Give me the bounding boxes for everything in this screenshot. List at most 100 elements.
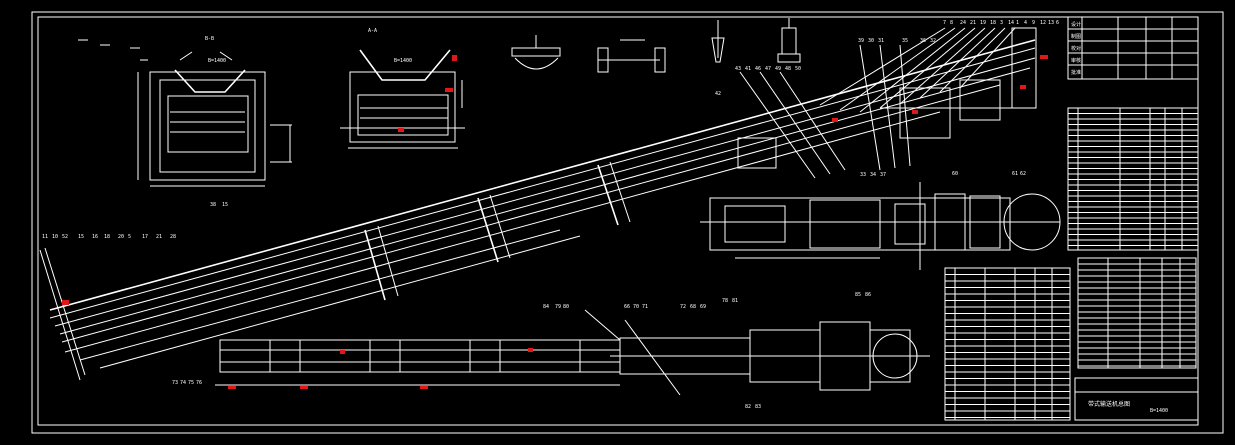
troughing-idler [359, 49, 451, 81]
svg-text:17: 17 [142, 234, 148, 240]
svg-text:41: 41 [745, 66, 751, 72]
svg-text:7: 7 [943, 20, 946, 26]
svg-text:84: 84 [543, 304, 549, 310]
section-label-bb: B-B [205, 36, 214, 42]
frame-outline [349, 71, 456, 143]
detail-views [511, 18, 801, 73]
svg-text:48: 48 [785, 66, 791, 72]
svg-text:70: 70 [633, 304, 639, 310]
svg-text:校对: 校对 [1071, 45, 1081, 52]
svg-text:71: 71 [642, 304, 648, 310]
inclined-conveyor [39, 27, 1048, 381]
svg-text:47: 47 [765, 66, 771, 72]
svg-text:21: 21 [156, 234, 162, 240]
drawing-spec: B=1400 [1150, 408, 1168, 414]
svg-text:37: 37 [880, 172, 886, 178]
svg-text:66: 66 [624, 304, 630, 310]
svg-text:15: 15 [78, 234, 84, 240]
svg-text:15: 15 [222, 202, 228, 208]
drawing-name: 带式输送机总图 [1088, 400, 1130, 408]
svg-text:86: 86 [865, 292, 871, 298]
inner-frame [37, 16, 1199, 426]
svg-text:68: 68 [690, 304, 696, 310]
belt-width-label-mid: B=1400 [394, 58, 412, 64]
svg-text:69: 69 [700, 304, 706, 310]
svg-text:14: 14 [1008, 20, 1014, 26]
svg-text:16: 16 [92, 234, 98, 240]
svg-text:设计: 设计 [1071, 21, 1081, 28]
svg-text:80: 80 [563, 304, 569, 310]
svg-text:18: 18 [990, 20, 996, 26]
svg-text:13: 13 [1048, 20, 1054, 26]
svg-text:38: 38 [210, 202, 216, 208]
svg-text:28: 28 [170, 234, 176, 240]
parts-list-table [1067, 107, 1199, 251]
svg-text:6: 6 [1056, 20, 1059, 26]
svg-text:19: 19 [980, 20, 986, 26]
svg-text:5: 5 [128, 234, 131, 240]
svg-text:审核: 审核 [1071, 57, 1081, 64]
svg-text:36: 36 [920, 38, 926, 44]
drive-unit-plan: 60 61 62 [700, 171, 1061, 270]
svg-text:76: 76 [196, 380, 202, 386]
svg-text:11: 11 [42, 234, 48, 240]
parts-list-table-lower [1077, 257, 1197, 369]
svg-text:33: 33 [860, 172, 866, 178]
svg-text:10: 10 [52, 234, 58, 240]
section-view-aa: A-A B=1400 [340, 28, 465, 149]
belt-upper-line [49, 39, 1036, 311]
svg-text:32: 32 [930, 38, 936, 44]
svg-text:60: 60 [952, 171, 958, 177]
outer-frame [31, 11, 1224, 434]
svg-text:50: 50 [795, 66, 801, 72]
svg-text:12: 12 [1040, 20, 1046, 26]
svg-text:4: 4 [1024, 20, 1027, 26]
svg-text:62: 62 [1020, 171, 1026, 177]
svg-text:42: 42 [715, 91, 721, 97]
svg-text:78: 78 [722, 298, 728, 304]
svg-text:8: 8 [950, 20, 953, 26]
svg-text:9: 9 [1032, 20, 1035, 26]
svg-text:31: 31 [878, 38, 884, 44]
callouts-mid: 43 41 46 47 49 48 50 42 39 30 31 35 36 3… [715, 38, 936, 178]
svg-text:39: 39 [858, 38, 864, 44]
svg-text:85: 85 [855, 292, 861, 298]
parts-list-table-bottom [944, 267, 1071, 421]
belt-width-label-left: B=1400 [208, 58, 226, 64]
svg-text:43: 43 [735, 66, 741, 72]
svg-text:30: 30 [868, 38, 874, 44]
section-label-aa: A-A [368, 28, 377, 34]
svg-text:21: 21 [970, 20, 976, 26]
svg-text:73: 73 [172, 380, 178, 386]
svg-text:3: 3 [1000, 20, 1003, 26]
callouts-left: 11 10 52 15 16 18 20 5 17 21 28 38 15 [42, 202, 228, 240]
svg-text:79: 79 [555, 304, 561, 310]
bottom-plan-view: 73 74 75 76 84 79 80 66 70 71 72 68 69 7… [172, 292, 930, 410]
svg-text:20: 20 [118, 234, 124, 240]
svg-text:81: 81 [732, 298, 738, 304]
parts-table-upper: 设计 制图 校对 审核 批准 [1067, 16, 1199, 80]
svg-text:49: 49 [775, 66, 781, 72]
svg-text:35: 35 [902, 38, 908, 44]
title-block: 带式输送机总图 B=1400 [1074, 377, 1199, 421]
svg-text:46: 46 [755, 66, 761, 72]
svg-text:83: 83 [755, 404, 761, 410]
callouts-top: 7 8 24 21 19 18 3 14 1 4 9 12 13 6 [943, 20, 1059, 26]
troughing-idler [174, 69, 246, 93]
svg-text:52: 52 [62, 234, 68, 240]
section-view-bb: B-B B=1400 [78, 36, 292, 187]
svg-text:24: 24 [960, 20, 966, 26]
svg-text:制图: 制图 [1071, 33, 1081, 40]
svg-text:18: 18 [104, 234, 110, 240]
frame-outline [149, 71, 266, 181]
svg-text:34: 34 [870, 172, 876, 178]
svg-text:批准: 批准 [1071, 69, 1081, 76]
svg-text:82: 82 [745, 404, 751, 410]
svg-text:72: 72 [680, 304, 686, 310]
svg-text:1: 1 [1016, 20, 1019, 26]
svg-text:61: 61 [1012, 171, 1018, 177]
leader-lines [739, 27, 1016, 179]
svg-text:74: 74 [180, 380, 186, 386]
